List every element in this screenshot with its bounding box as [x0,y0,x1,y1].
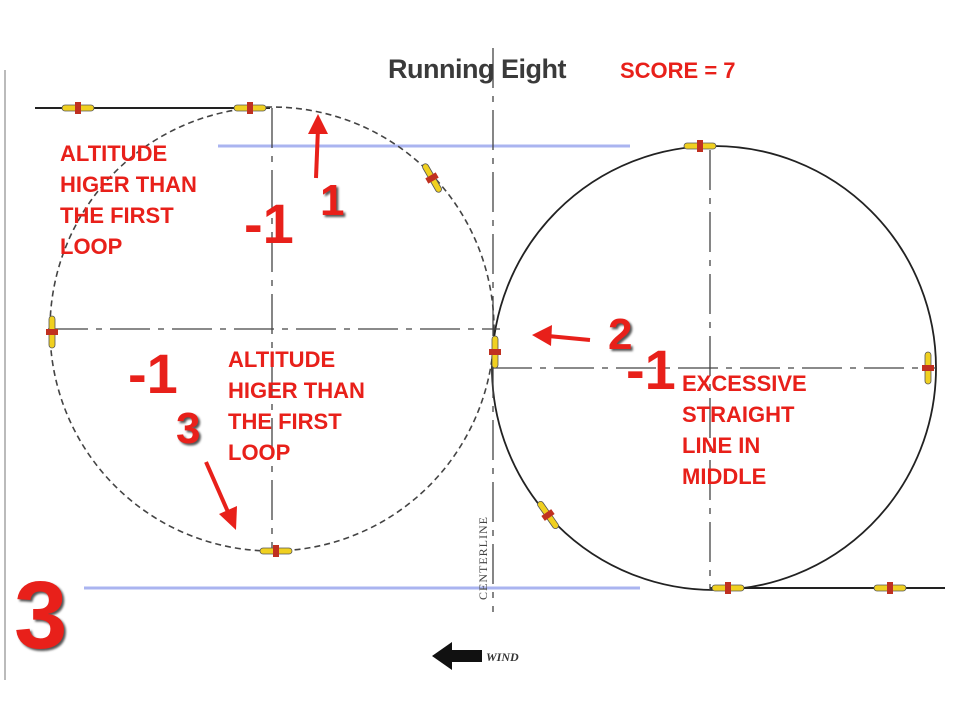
step-number-3-large: 3 [14,562,68,669]
arrow-down-icon [204,461,237,530]
centerline-label: CENTERLINE [476,516,490,600]
plane-icon [922,351,934,385]
deduction-middle-right: -1 [626,338,676,401]
plane-icon [422,163,442,193]
plane-icon [61,102,95,114]
note-right: EXCESSIVE STRAIGHT LINE IN MIDDLE [682,371,807,489]
step-number-3-small: 3 [176,404,201,453]
plane-icon [46,315,58,349]
arrow-left-icon [532,325,591,346]
step-number-1: 1 [320,176,345,225]
plane-icon [233,102,267,114]
diagram-title: Running Eight [388,54,566,84]
note-left-middle: ALTITUDE HIGER THAN THE FIRST LOOP [228,347,365,465]
score-label: SCORE = 7 [620,58,736,83]
arrow-up-icon [308,114,328,179]
plane-icon [489,335,501,369]
deduction-top-left: -1 [244,192,294,255]
wind-label: WIND [486,650,519,664]
deduction-middle-left: -1 [128,342,178,405]
plane-icon [711,582,745,594]
note-left-top: ALTITUDE HIGER THAN THE FIRST LOOP [60,141,197,259]
wind-arrow-icon [432,642,482,670]
step-number-2: 2 [608,310,633,359]
plane-icon [537,500,559,530]
plane-icon [873,582,907,594]
plane-icon [259,545,293,557]
plane-icon [683,140,717,152]
